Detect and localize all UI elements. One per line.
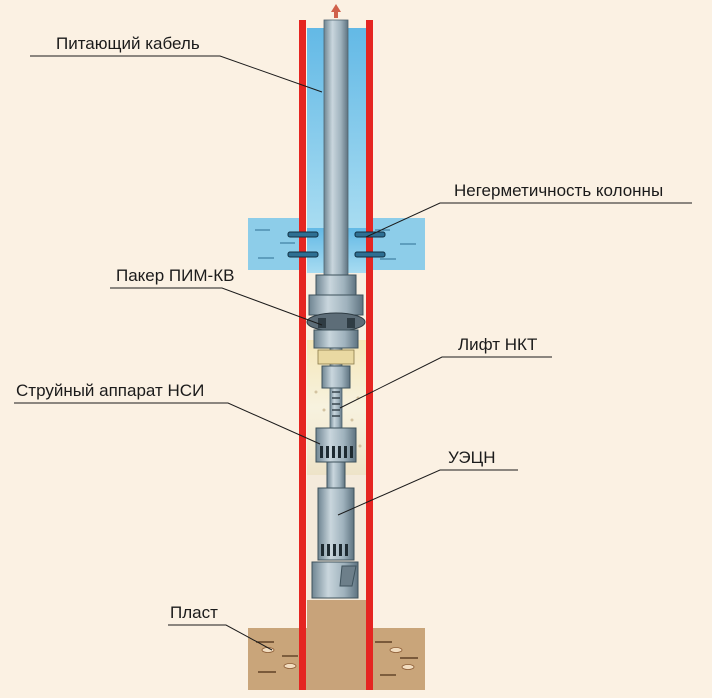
label-esp: УЭЦН <box>448 448 496 467</box>
esp-unit <box>311 487 359 599</box>
leader-lines <box>14 55 692 651</box>
packer <box>306 274 366 349</box>
label-formation: Пласт <box>170 603 218 622</box>
casing <box>299 20 373 690</box>
label-tubing-lift: Лифт НКТ <box>458 335 538 354</box>
aquifer-layer <box>248 218 425 270</box>
label-packer: Пакер ПИМ-КВ <box>116 266 235 285</box>
jet-pump <box>315 349 357 489</box>
casing-leak-holes <box>287 231 386 258</box>
label-casing-leak: Негерметичность колонны <box>454 181 664 200</box>
label-power-cable: Питающий кабель <box>56 34 200 53</box>
label-jet-pump: Струйный аппарат НСИ <box>16 381 205 400</box>
sump-fluid <box>307 600 366 690</box>
flow-up-arrow <box>331 4 341 18</box>
